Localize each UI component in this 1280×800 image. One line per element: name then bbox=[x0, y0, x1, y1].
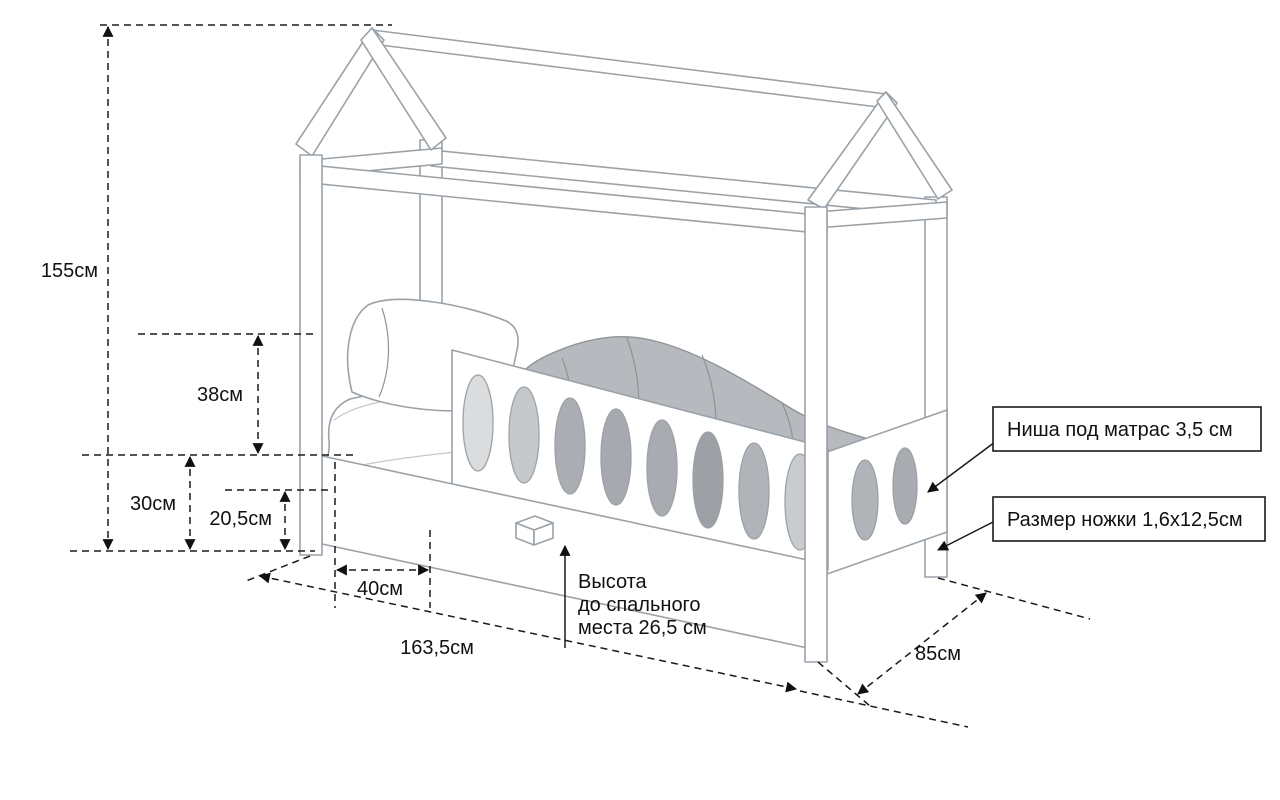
extension-length-right bbox=[817, 661, 871, 707]
extension-length-left bbox=[245, 555, 311, 582]
callout-mattress-niche-box bbox=[992, 406, 1262, 452]
callout-mattress-niche: Ниша под матрас 3,5 см bbox=[927, 406, 1262, 493]
length-label: 163,5см bbox=[400, 637, 474, 659]
callout-leg-size: Размер ножки 1,6x12,5см bbox=[937, 496, 1266, 551]
ridge-beam bbox=[371, 29, 887, 109]
depth-label: 85см bbox=[915, 643, 961, 665]
opening-width-label: 40см bbox=[357, 578, 403, 600]
leader-arrow-leg bbox=[937, 520, 996, 551]
base-height-label: 30см bbox=[130, 493, 176, 515]
fence-cutout bbox=[554, 397, 586, 495]
fence-cutout bbox=[646, 419, 678, 517]
dimension-lines bbox=[70, 24, 1091, 728]
foot-board-cutout bbox=[851, 459, 879, 541]
sleep-height-label-line2: до спального bbox=[578, 594, 701, 616]
sleep-height-label-line3: места 26,5 см bbox=[578, 617, 707, 639]
callout-leg-size-box bbox=[992, 496, 1266, 542]
leader-arrow-niche bbox=[927, 441, 996, 493]
sleep-height-label-line1: Высота bbox=[578, 571, 648, 593]
callout-leg-size-label: Размер ножки 1,6x12,5см bbox=[1007, 509, 1243, 531]
rail-height-label: 38см bbox=[197, 384, 243, 406]
dimension-length bbox=[258, 572, 798, 693]
left-gable bbox=[295, 27, 447, 157]
note-sleep-height: Высота до спального места 26,5 см bbox=[559, 544, 707, 648]
center-support-detail bbox=[515, 515, 554, 546]
bed-frame bbox=[295, 27, 953, 578]
mattress-sheet-fold bbox=[333, 401, 381, 421]
guard-fence bbox=[451, 349, 829, 571]
fence-cutout bbox=[692, 431, 724, 529]
fence-cutout bbox=[600, 408, 632, 506]
extension-depth-far bbox=[937, 577, 1091, 620]
callout-mattress-niche-label: Ниша под матрас 3,5 см bbox=[1007, 419, 1233, 441]
fence-cutout bbox=[738, 442, 770, 540]
pillow-crease bbox=[378, 307, 390, 398]
right-gable bbox=[807, 91, 953, 210]
dimension-depth bbox=[857, 592, 987, 695]
total-height-label: 155см bbox=[41, 260, 98, 282]
extension-length-continuation bbox=[799, 690, 969, 728]
post-front-right bbox=[804, 206, 828, 663]
foot-board-cutout bbox=[892, 447, 918, 525]
fence-cutout bbox=[508, 386, 540, 484]
clearance-label: 20,5см bbox=[209, 508, 272, 530]
post-front-left bbox=[299, 154, 323, 556]
fence-cutout bbox=[462, 374, 494, 472]
